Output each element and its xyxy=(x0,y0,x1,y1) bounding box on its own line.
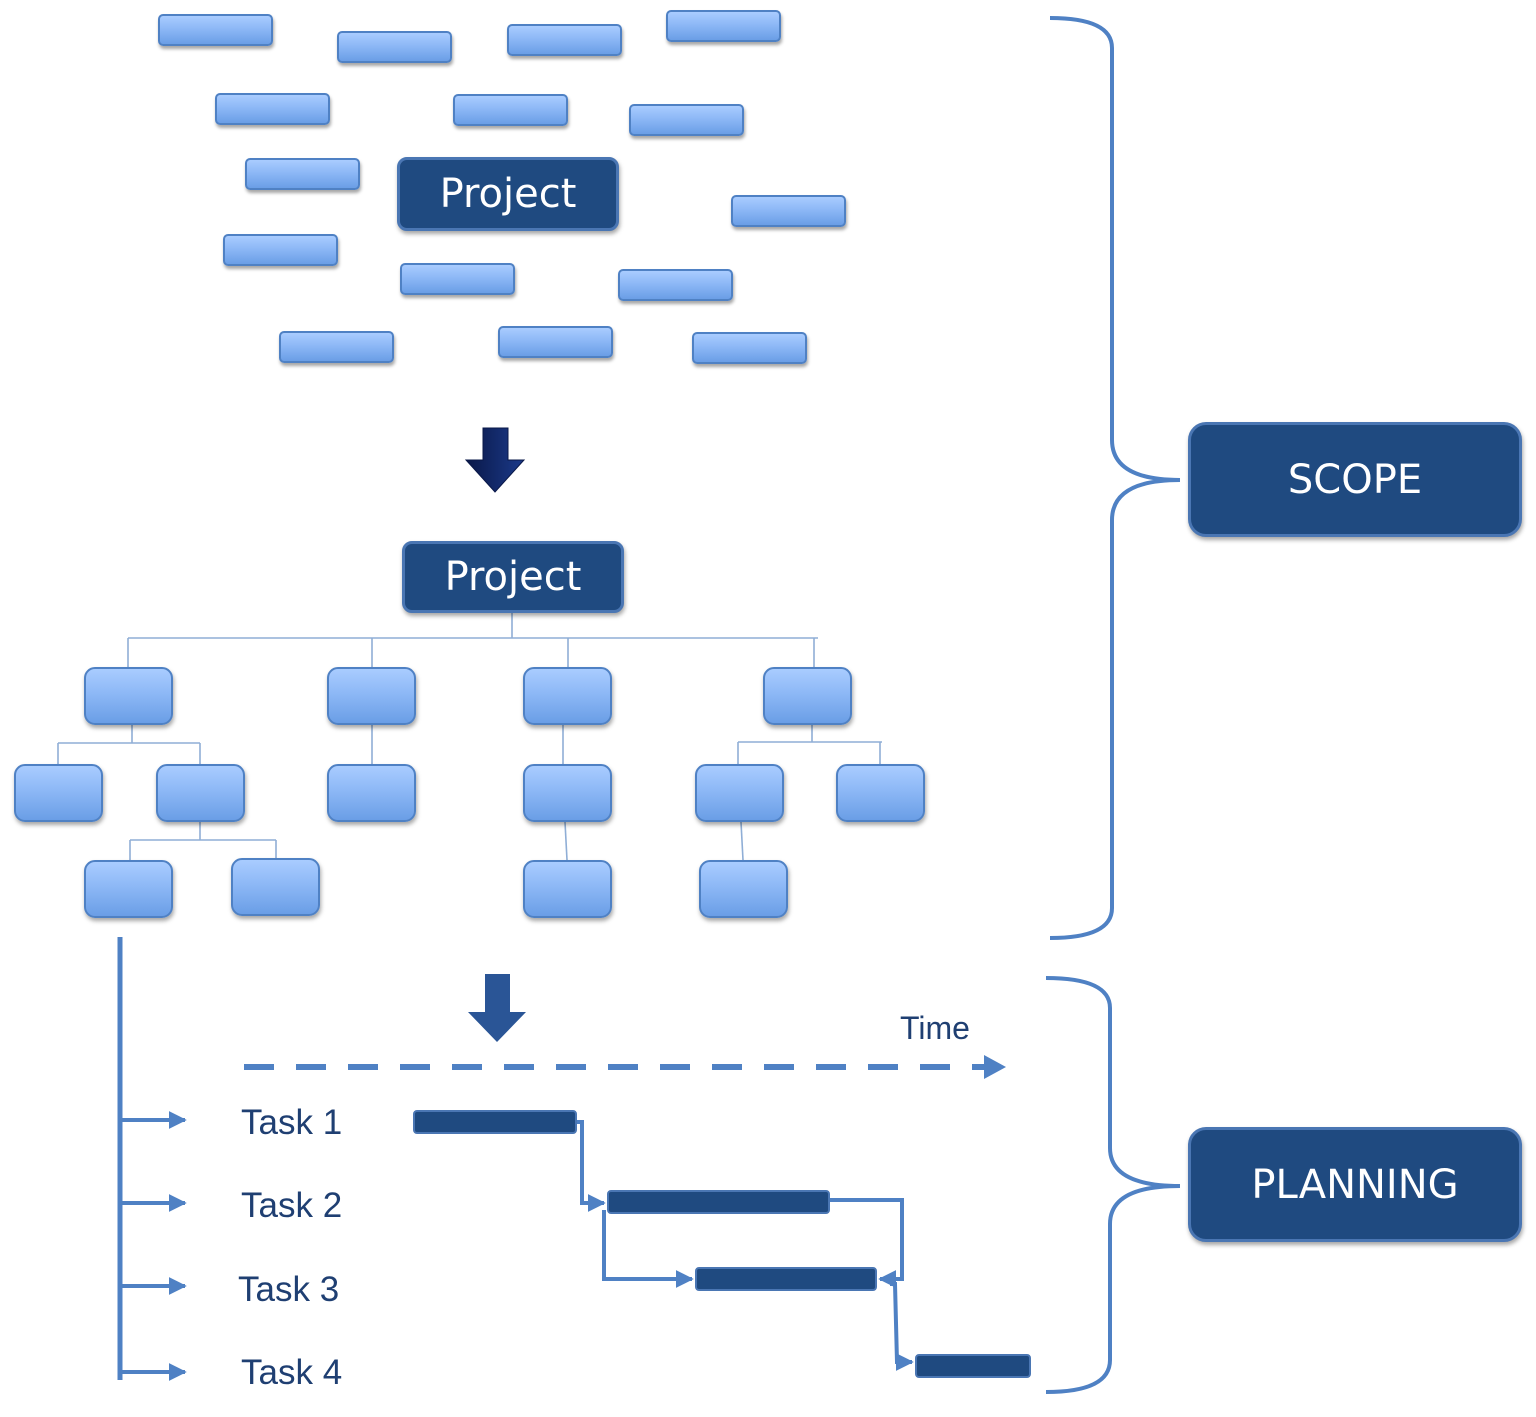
project-box-unstructured: Project xyxy=(397,157,619,231)
scope-item-chip xyxy=(453,94,568,126)
wbs-node xyxy=(14,764,103,822)
gantt-bar-task-2 xyxy=(607,1190,830,1214)
scope-item-chip xyxy=(400,263,515,295)
time-axis-arrowhead xyxy=(984,1055,1006,1079)
scope-item-chip xyxy=(158,14,273,46)
planning-brace xyxy=(1045,976,1181,1394)
scope-item-chip xyxy=(666,10,781,42)
scope-item-chip xyxy=(223,234,338,266)
gantt-bar-task-1 xyxy=(413,1110,577,1134)
wbs-node xyxy=(523,764,612,822)
wbs-node xyxy=(327,764,416,822)
task-label: Task 1 xyxy=(241,1103,343,1142)
scope-item-chip xyxy=(245,158,360,190)
down-arrow-icon xyxy=(468,974,526,1042)
project-box-tree-root: Project xyxy=(402,541,624,613)
gantt-bar-task-4 xyxy=(915,1354,1031,1378)
task-label: Task 4 xyxy=(241,1353,343,1392)
scope-brace xyxy=(1049,16,1181,940)
wbs-node xyxy=(327,667,416,725)
scope-item-chip xyxy=(498,326,613,358)
wbs-node xyxy=(231,858,320,916)
time-axis-label: Time xyxy=(900,1010,970,1046)
planning-label: PLANNING xyxy=(1188,1127,1522,1242)
wbs-node xyxy=(156,764,245,822)
wbs-node xyxy=(699,860,788,918)
scope-item-chip xyxy=(629,104,744,136)
down-arrow-icon xyxy=(464,427,526,493)
scope-label: SCOPE xyxy=(1188,422,1522,537)
scope-item-chip xyxy=(731,195,846,227)
task-label: Task 2 xyxy=(241,1186,343,1225)
scope-item-chip xyxy=(692,332,807,364)
wbs-node xyxy=(695,764,784,822)
wbs-node xyxy=(523,860,612,918)
scope-item-chip xyxy=(337,31,452,63)
wbs-node xyxy=(836,764,925,822)
scope-item-chip xyxy=(279,331,394,363)
task-label: Task 3 xyxy=(238,1270,340,1309)
wbs-node xyxy=(763,667,852,725)
scope-item-chip xyxy=(215,93,330,125)
wbs-node xyxy=(84,860,173,918)
scope-item-chip xyxy=(507,24,622,56)
wbs-node xyxy=(523,667,612,725)
gantt-bar-task-3 xyxy=(695,1267,877,1291)
scope-item-chip xyxy=(618,269,733,301)
wbs-node xyxy=(84,667,173,725)
